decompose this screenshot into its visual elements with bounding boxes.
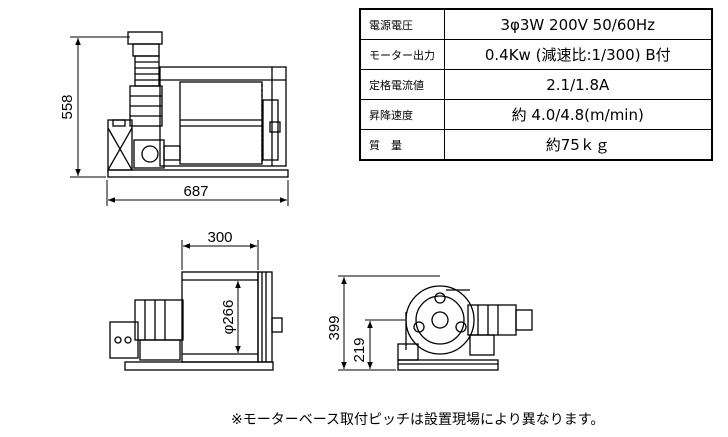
dim-width-687: 687 <box>183 183 208 200</box>
top-view <box>109 271 283 371</box>
side-view <box>397 285 533 371</box>
front-view <box>107 31 289 178</box>
dim-drum-diameter: φ266 <box>220 300 237 335</box>
top-dimensions <box>181 240 259 353</box>
spec-label: モーター出力 <box>359 39 445 70</box>
front-dimensions <box>70 36 289 206</box>
spec-table: 電源電圧 3φ3W 200V 50/60Hz モーター出力 0.4Kw (減速比… <box>359 8 713 161</box>
dim-width-300: 300 <box>207 229 232 246</box>
spec-value: 3φ3W 200V 50/60Hz <box>443 8 713 40</box>
spec-label: 定格電流値 <box>359 69 445 100</box>
spec-value: 2.1/1.8A <box>443 69 713 100</box>
spec-label: 昇降速度 <box>359 99 445 130</box>
side-dimensions <box>338 275 440 371</box>
spec-row-mass: 質 量 約75ｋｇ <box>359 129 713 161</box>
spec-row-voltage: 電源電圧 3φ3W 200V 50/60Hz <box>359 8 713 40</box>
dim-height-219: 219 <box>351 337 368 362</box>
spec-value: 約75ｋｇ <box>443 129 713 161</box>
spec-row-rated-current: 定格電流値 2.1/1.8A <box>359 69 713 100</box>
spec-label: 質 量 <box>359 129 445 161</box>
spec-value: 0.4Kw (減速比:1/300) B付 <box>443 39 713 70</box>
dim-height-399: 399 <box>326 315 343 340</box>
spec-value: 約 4.0/4.8(m/min) <box>443 99 713 130</box>
spec-row-motor-output: モーター出力 0.4Kw (減速比:1/300) B付 <box>359 39 713 70</box>
dim-height-558: 558 <box>59 94 76 119</box>
footnote: ※モーターベース取付ピッチは設置現場により異なります。 <box>231 412 605 428</box>
spec-row-lift-speed: 昇降速度 約 4.0/4.8(m/min) <box>359 99 713 130</box>
spec-label: 電源電圧 <box>359 8 445 40</box>
